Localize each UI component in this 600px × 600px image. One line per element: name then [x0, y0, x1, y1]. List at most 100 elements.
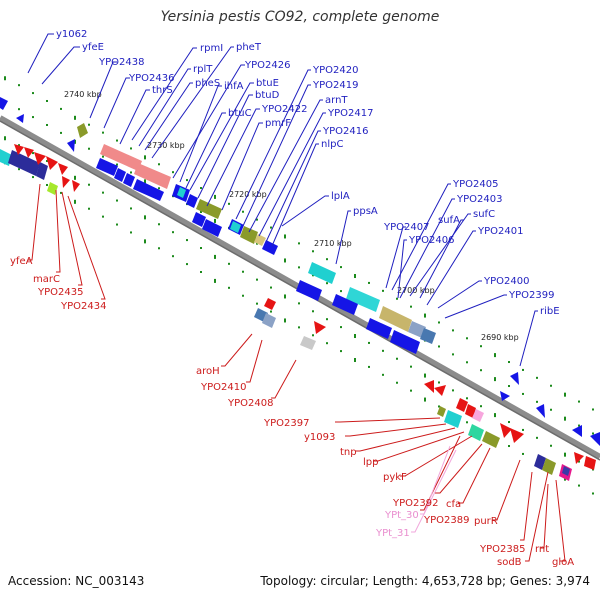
- track-dot: [88, 183, 90, 186]
- track-dot: [480, 345, 482, 348]
- label-YPO2397: YPO2397: [263, 418, 309, 429]
- gene-box: [47, 182, 58, 195]
- track-dot: [60, 191, 62, 194]
- label-rplT: rplT: [193, 64, 213, 75]
- gene-box: [456, 398, 468, 412]
- gene-box: [468, 424, 484, 441]
- tick-2730: 2730 kbp: [147, 141, 185, 150]
- track-dot: [200, 211, 202, 213]
- gene-box: [444, 410, 462, 428]
- track-dot: [368, 341, 370, 344]
- label-ppsA: ppsA: [353, 206, 378, 217]
- track-dot: [298, 266, 300, 269]
- track-dot: [508, 445, 510, 448]
- label-pmrF: pmrF: [265, 118, 291, 129]
- bottom-labels: yfeA marC YPO2435 YPO2434 aroH YPO2410 Y…: [10, 256, 574, 568]
- track-dot: [4, 76, 6, 81]
- track-dot: [284, 258, 286, 263]
- label-marC: marC: [33, 274, 60, 285]
- label-yfeE: yfeE: [82, 42, 104, 53]
- label-tnp: tnp: [340, 447, 357, 458]
- track-dot: [340, 326, 342, 329]
- track-dot: [214, 254, 216, 259]
- track-dot: [74, 199, 76, 204]
- label-YPO2403: YPO2403: [456, 194, 502, 205]
- gene-box: [308, 262, 336, 284]
- label-YPO2434: YPO2434: [60, 301, 106, 312]
- label-sufC: sufC: [473, 209, 495, 220]
- track-dot: [116, 139, 118, 142]
- track-dot: [284, 234, 286, 239]
- label-YPO2417: YPO2417: [327, 108, 373, 119]
- gene-box: [366, 318, 392, 339]
- gene-arrow: [500, 423, 512, 438]
- track-dot: [102, 215, 104, 218]
- gene-box: [472, 409, 484, 422]
- gene-box: [296, 280, 322, 301]
- gene-arrow: [536, 404, 545, 418]
- track-dot: [60, 107, 62, 110]
- label-nlpC: nlpC: [321, 139, 343, 150]
- track-dot: [396, 381, 398, 384]
- track-dot: [214, 218, 216, 223]
- gene-arrow: [590, 432, 600, 446]
- gene-box: [346, 287, 380, 312]
- gene-box: [390, 330, 420, 354]
- track-dot: [88, 147, 90, 150]
- label-y1062: y1062: [56, 29, 87, 40]
- track-dot: [214, 278, 216, 283]
- label-btuE: btuE: [256, 78, 279, 89]
- track-dot: [200, 271, 202, 273]
- gene-box: [96, 158, 118, 176]
- gene-box: [408, 321, 426, 338]
- label-YPO2399: YPO2399: [508, 290, 554, 301]
- track-dot: [256, 278, 258, 281]
- track-dot: [550, 444, 552, 447]
- tick-2740: 2740 kbp: [64, 90, 102, 99]
- track-dot: [494, 377, 496, 382]
- track-dot: [410, 365, 412, 368]
- label-btuC: btuC: [228, 108, 252, 119]
- track-dot: [466, 421, 468, 424]
- track-dot: [130, 207, 132, 210]
- label-YPO2406: YPO2406: [408, 235, 454, 246]
- label-YPO2392: YPO2392: [392, 498, 438, 509]
- track-dot: [466, 337, 468, 340]
- gene-arrow: [16, 114, 24, 123]
- track-dot: [522, 428, 524, 431]
- track-dot: [228, 202, 230, 205]
- label-YPO2385: YPO2385: [479, 544, 525, 555]
- gene-box: [379, 306, 412, 332]
- track-dot: [46, 123, 48, 126]
- track-dot: [340, 350, 342, 353]
- track-dot: [284, 318, 286, 323]
- label-ihfA: ihfA: [224, 81, 244, 92]
- label-YPO2435: YPO2435: [37, 287, 83, 298]
- track-dot: [88, 207, 90, 210]
- track-dot: [536, 376, 538, 379]
- label-thrS: thrS: [152, 85, 173, 96]
- track-dot: [172, 255, 174, 258]
- track-dot: [18, 108, 20, 111]
- label-YPO2438: YPO2438: [98, 57, 144, 68]
- track-dot: [102, 191, 104, 194]
- track-dot: [158, 163, 160, 166]
- gene-arrow: [510, 372, 519, 385]
- track-dot: [592, 408, 594, 411]
- track-dot: [452, 389, 454, 392]
- track-dot: [298, 326, 300, 329]
- gene-box: [100, 144, 142, 171]
- track-dot: [46, 183, 48, 186]
- label-arnT: arnT: [325, 95, 348, 106]
- label-YPO2401: YPO2401: [477, 226, 523, 237]
- gene-box: [77, 123, 88, 138]
- track-dot: [32, 176, 34, 179]
- track-dot: [270, 310, 272, 313]
- track-dot: [284, 294, 286, 299]
- track-dot: [144, 215, 146, 220]
- label-cfa: cfa: [446, 499, 461, 510]
- track-dot: [382, 373, 384, 376]
- gene-box: [300, 336, 316, 350]
- track-dot: [60, 131, 62, 134]
- label-sodB: sodB: [497, 557, 522, 568]
